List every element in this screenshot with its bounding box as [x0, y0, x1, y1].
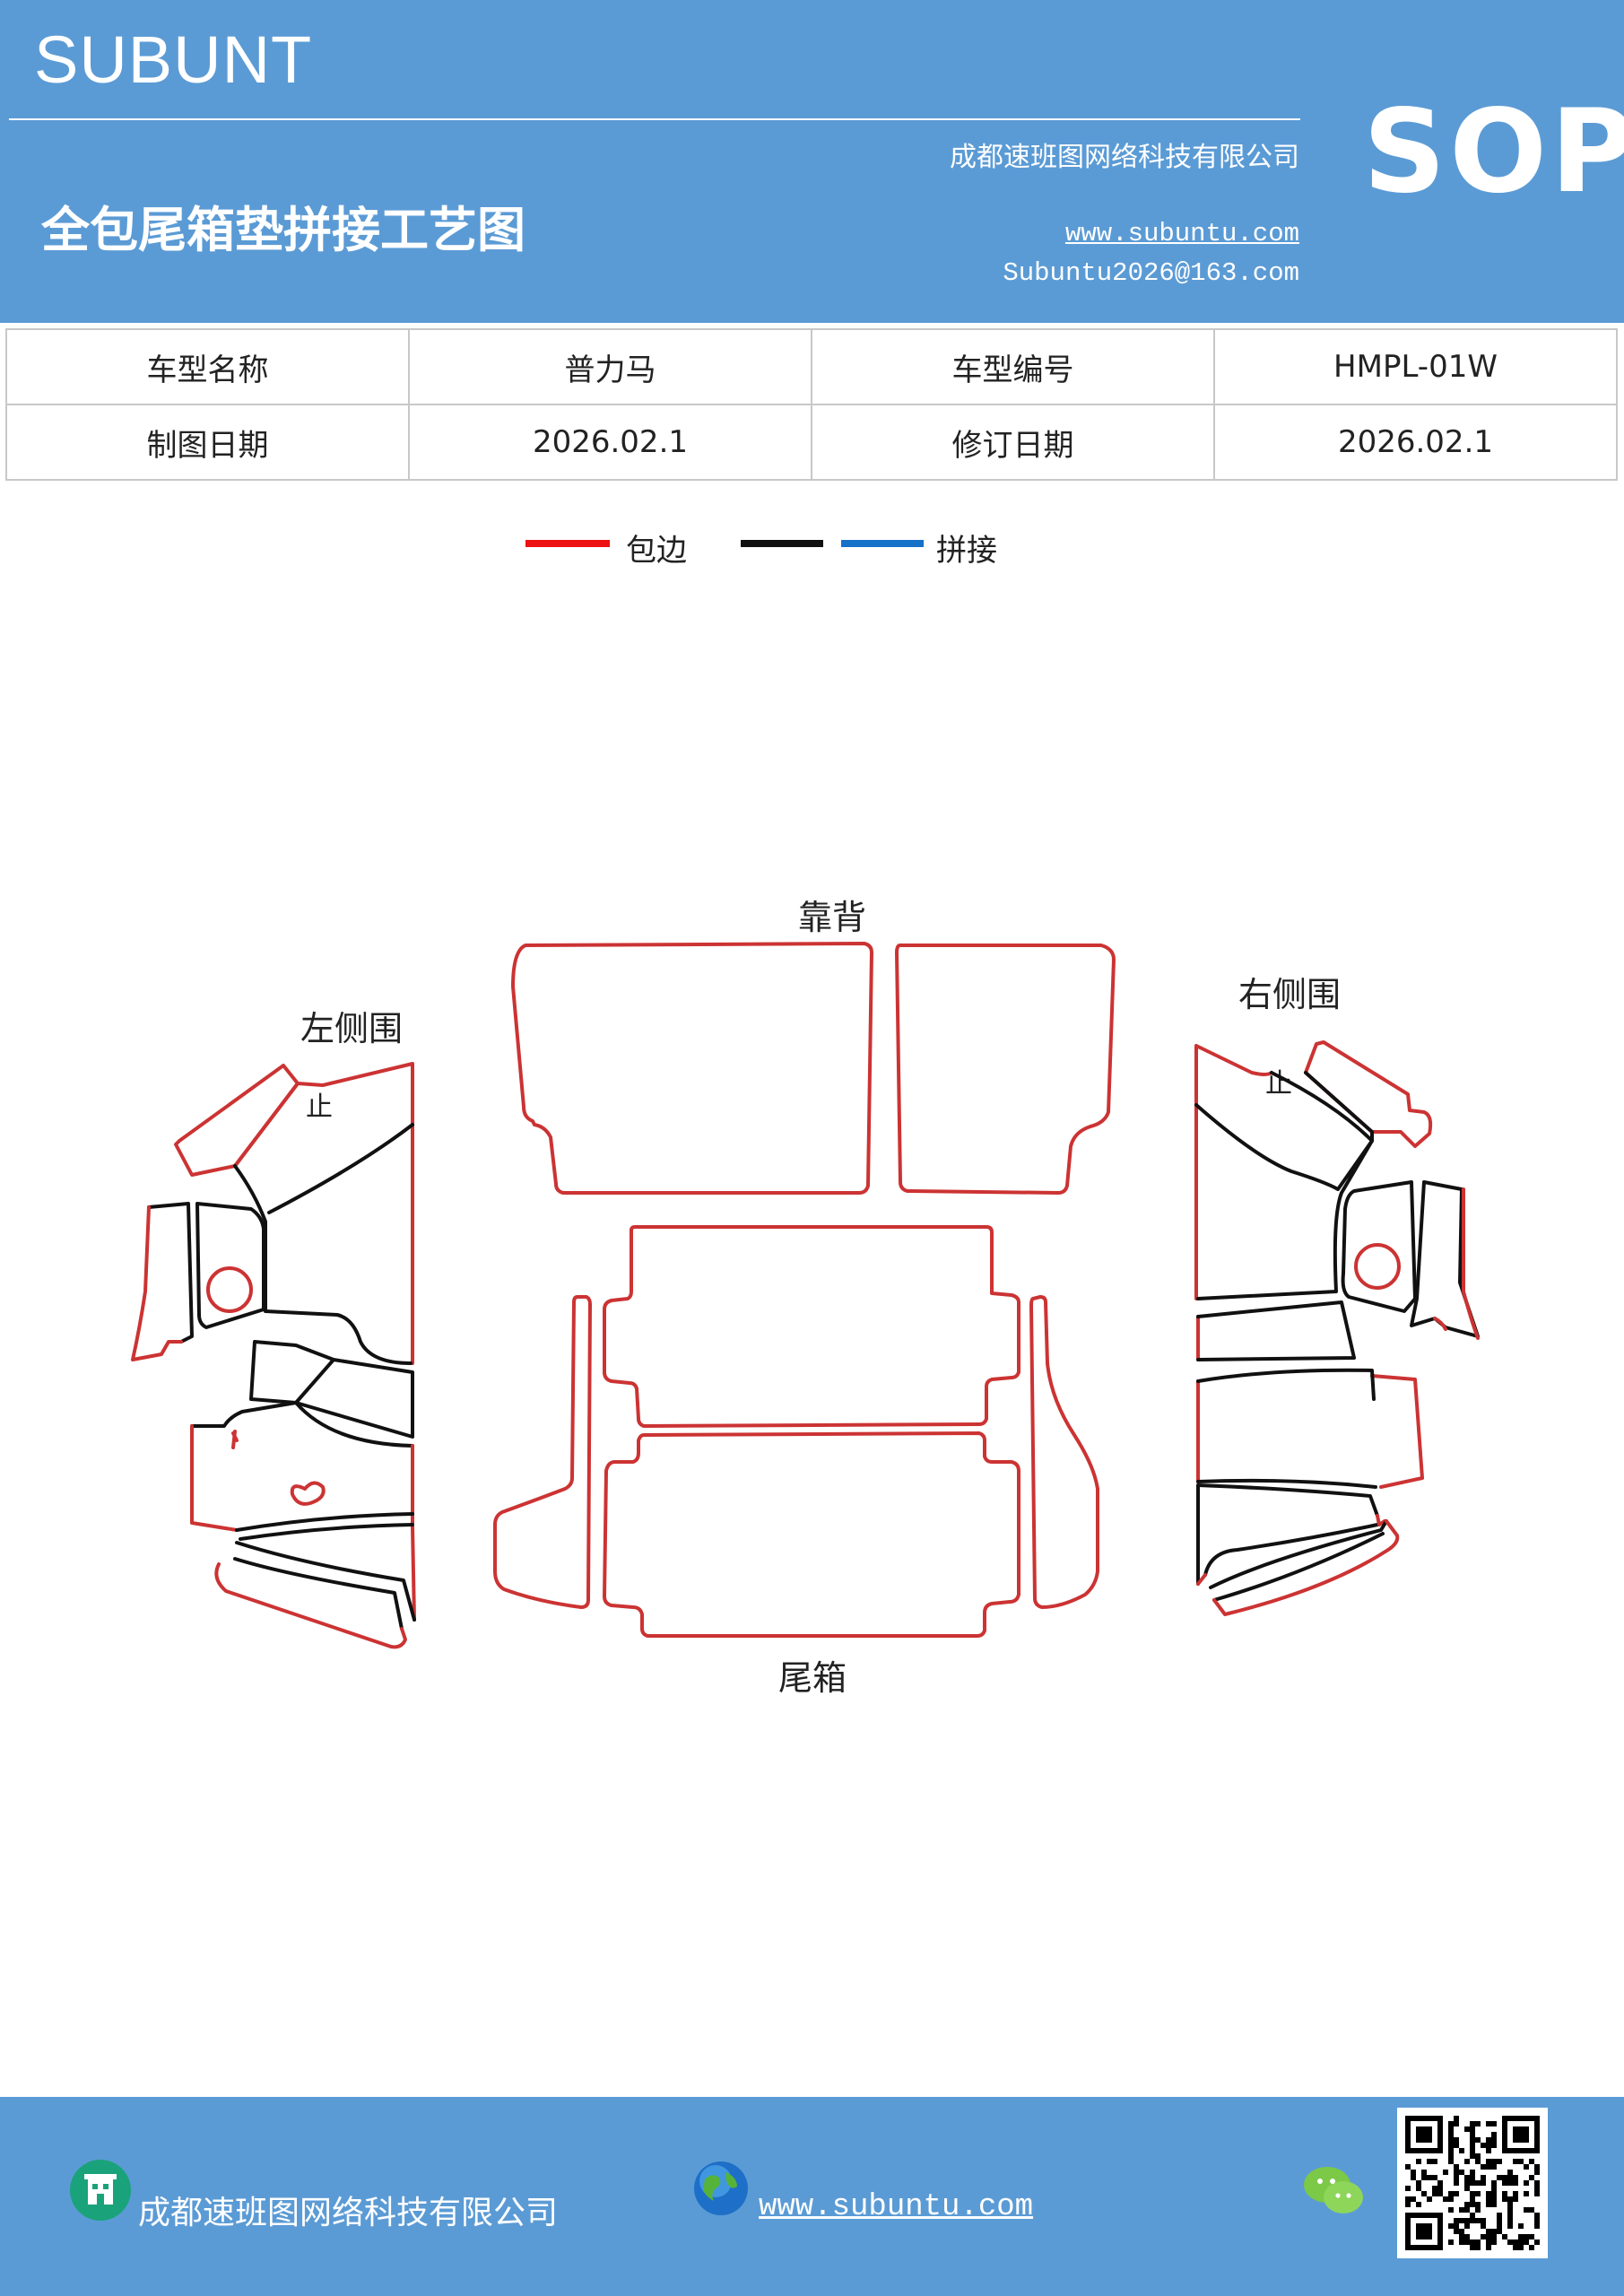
sop-badge: SOP: [1363, 85, 1624, 219]
header-company: 成都速班图网络科技有限公司: [950, 142, 1299, 173]
table-cell: 车型名称: [5, 328, 410, 405]
trunk-upper-piece: [603, 1225, 1020, 1428]
right-bottom-seams: [1196, 1483, 1379, 1586]
footer-website-link[interactable]: www.subuntu.com: [759, 2190, 1034, 2224]
right-outer-edge: [1194, 1044, 1273, 1300]
table-row: 制图日期 2026.02.1 修订日期 2026.02.1: [5, 404, 1618, 481]
legend-swatch-seam: [841, 540, 924, 547]
table-cell: 2026.02.1: [408, 404, 812, 481]
header-website-link[interactable]: www.subuntu.com: [1064, 219, 1299, 248]
left-rear-seam: [147, 1202, 194, 1344]
label-trunk: 尾箱: [778, 1658, 847, 1698]
left-notch: [231, 1430, 239, 1449]
backrest-right-piece: [895, 944, 1116, 1195]
legend-swatch-black: [741, 540, 823, 547]
right-bottom-edge-b: [1212, 1519, 1400, 1616]
table-cell: HMPL-01W: [1213, 328, 1618, 405]
right-lower-seams: [1196, 1368, 1377, 1489]
table-cell: 修订日期: [811, 404, 1215, 481]
table-cell: 制图日期: [5, 404, 410, 481]
backrest-pieces: [511, 942, 1116, 1195]
page-title: 全包尾箱垫拼接工艺图: [41, 202, 525, 258]
left-wheel-arch-piece: [195, 1202, 265, 1329]
right-mid-piece: [1196, 1300, 1356, 1361]
header-divider: [9, 118, 1300, 120]
table-cell: 2026.02.1: [1213, 404, 1618, 481]
left-mid-seams: [190, 1401, 414, 1448]
right-wheel-arch-piece: [1341, 1180, 1417, 1313]
label-left-side: 左侧围: [300, 1009, 403, 1048]
left-mid-pieces: [249, 1340, 414, 1439]
left-hole: [206, 1266, 253, 1313]
trunk-left-wing-piece: [493, 1295, 592, 1609]
left-bottom-seams: [233, 1541, 416, 1631]
legend-swatch-edge: [525, 540, 610, 547]
footer-banner: 成都速班图网络科技有限公司 www.subuntu.com: [0, 2097, 1624, 2296]
brand-logo-text: SUBUNT: [34, 22, 313, 97]
label-right-side: 右侧围: [1238, 975, 1341, 1014]
building-icon: [70, 2160, 131, 2221]
trunk-lower-piece: [603, 1431, 1020, 1638]
legend: 包边 拼接: [0, 520, 1624, 574]
left-lower-edge-b: [411, 1444, 416, 1622]
table-cell: 普力马: [408, 328, 812, 405]
legend-label-edge: 包边: [626, 533, 687, 569]
label-back: 靠背: [798, 898, 866, 937]
right-upper-seams: [1194, 1103, 1374, 1300]
info-table: 车型名称 普力马 车型编号 HMPL-01W 制图日期 2026.02.1 修订…: [5, 328, 1618, 481]
label-left-stop: 止: [306, 1091, 333, 1123]
right-bottom-edge-a: [1196, 1514, 1386, 1586]
trunk-right-wing-piece: [1029, 1295, 1099, 1609]
right-top-seams: [1270, 1071, 1374, 1143]
right-top-tab-piece: [1304, 1040, 1433, 1148]
left-bottom-edge: [214, 1562, 407, 1649]
left-top-tab-piece: [174, 1064, 300, 1177]
left-lower-seams: [235, 1512, 414, 1541]
globe-icon: [692, 2160, 750, 2217]
left-upper-seams: [233, 1123, 414, 1365]
table-row: 车型名称 普力马 车型编号 HMPL-01W: [5, 328, 1618, 405]
header-banner: SUBUNT 成都速班图网络科技有限公司 SOP 全包尾箱垫拼接工艺图 www.…: [0, 0, 1624, 323]
table-cell: 车型编号: [811, 328, 1215, 405]
right-side-wall-pieces: [1194, 1040, 1480, 1616]
left-rear-edge: [131, 1205, 183, 1361]
right-lower-edge: [1196, 1374, 1424, 1489]
footer-company: 成都速班图网络科技有限公司: [138, 2195, 559, 2231]
right-bottom-seams-b: [1209, 1519, 1388, 1602]
legend-label-seam: 拼接: [936, 533, 997, 569]
left-lower-edge-a: [190, 1424, 239, 1532]
trunk-floor-pieces: [493, 1225, 1099, 1638]
qr-code: [1397, 2108, 1548, 2258]
header-email[interactable]: Subuntu2026@163.com: [1003, 258, 1299, 288]
left-small-hole: [290, 1481, 326, 1506]
backrest-left-piece: [511, 942, 873, 1195]
right-hole: [1354, 1243, 1401, 1290]
left-side-wall-pieces: [131, 1062, 416, 1649]
wechat-icon: [1302, 2163, 1367, 2219]
right-rear-edge: [1433, 1187, 1480, 1340]
